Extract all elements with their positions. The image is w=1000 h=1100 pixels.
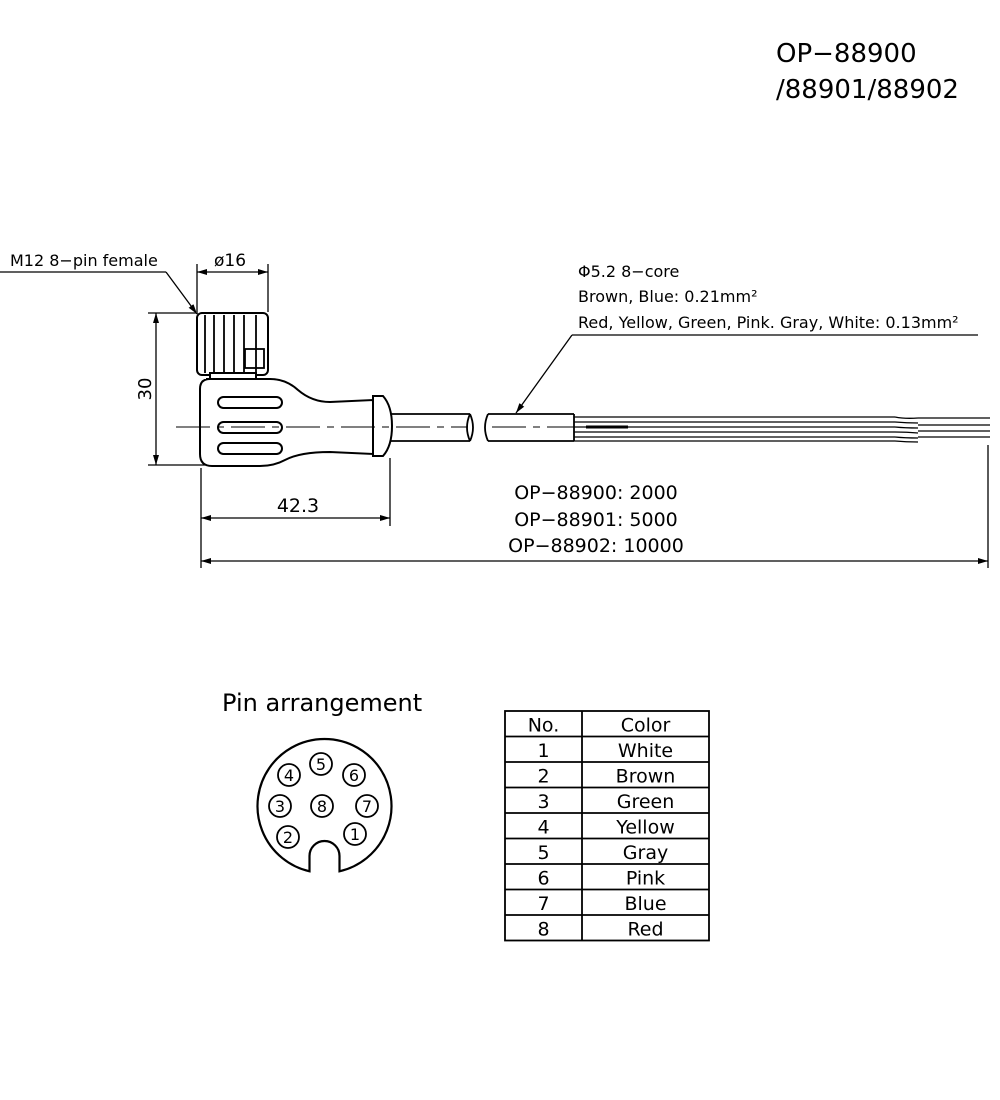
pin-circle	[342, 763, 366, 787]
height-dimension-lines	[148, 312, 205, 466]
pin-table: No. Color 1 White 2 Brown 3 Green 4 Yellow 5 Gray 6 P…	[504, 710, 710, 942]
length-dimension-lines	[200, 445, 989, 568]
pin-8: 8	[310, 794, 334, 818]
pin-7: 7	[355, 794, 379, 818]
table-cell-color: Gray	[623, 842, 668, 864]
cable-spec-leader	[515, 334, 978, 414]
pin-1: 1	[343, 822, 367, 846]
pin-group: 1 2 3 4 5 67 8	[268, 752, 379, 849]
pin-6: 6	[342, 763, 366, 787]
pin-3: 3	[268, 794, 292, 818]
pin-2: 2	[276, 825, 300, 849]
table-cell-no: 3	[537, 791, 549, 813]
table-cell-no: 8	[537, 919, 549, 941]
pin-circle	[343, 822, 367, 846]
table-cell-color: Brown	[616, 766, 676, 788]
height-dimension: 30	[135, 378, 156, 401]
pin-number: 2	[283, 828, 293, 847]
coupling-nut	[196, 312, 269, 376]
table-cell-no: 1	[537, 740, 549, 762]
table-cell-no: 2	[537, 766, 549, 788]
table-cell-no: 4	[537, 817, 549, 839]
pin-circle	[355, 794, 379, 818]
cable-spec-line3: Red, Yellow, Green, Pink. Gray, White: 0…	[578, 313, 959, 332]
table-cell-color: Yellow	[615, 817, 675, 839]
pin-circle	[268, 794, 292, 818]
table-cell-color: Green	[617, 791, 675, 813]
table-cell-no: 5	[537, 842, 549, 864]
table-header-color: Color	[621, 715, 671, 737]
pin-face	[256, 737, 393, 873]
pin-number: 3	[275, 797, 285, 816]
table-cell-no: 7	[537, 893, 549, 915]
pin-number: 7	[362, 797, 372, 816]
pin-circle	[309, 752, 333, 776]
pin-arrangement-title: Pin arrangement	[222, 689, 422, 717]
pin-number: 5	[316, 755, 326, 774]
wire-bundle	[574, 416, 990, 443]
part-number-line1: OP−88900	[776, 39, 917, 69]
table-cell-color: Red	[627, 919, 663, 941]
pin-number: 4	[284, 766, 294, 785]
table-cell-no: 6	[537, 868, 549, 890]
pin-number: 8	[317, 797, 327, 816]
length-op-88902: OP−88902: 10000	[508, 535, 684, 557]
connector-leader	[0, 271, 198, 315]
pin-number: 1	[350, 825, 360, 844]
length-op-88901: OP−88901: 5000	[514, 509, 678, 531]
table-header-no: No.	[528, 715, 560, 737]
table-cell-color: Pink	[626, 868, 665, 890]
pin-circle	[277, 763, 301, 787]
table-cell-color: Blue	[624, 893, 666, 915]
table-cell-color: White	[618, 740, 673, 762]
cable-spec-line2: Brown, Blue: 0.21mm²	[578, 287, 757, 306]
cable	[391, 413, 575, 442]
diameter-dimension-lines	[196, 264, 269, 312]
length-op-88900: OP−88900: 2000	[514, 482, 678, 504]
connector-label: M12 8−pin female	[10, 251, 158, 270]
pin-4: 4	[277, 763, 301, 787]
part-number-line2: /88901/88902	[776, 75, 959, 105]
connector-body	[199, 378, 394, 467]
cable-spec-line1: Φ5.2 8−core	[578, 262, 679, 281]
diameter-dimension: ø16	[214, 251, 246, 271]
pin-circle	[276, 825, 300, 849]
body-length-dimension: 42.3	[277, 495, 319, 517]
pin-number: 6	[349, 766, 359, 785]
pin-circle	[310, 794, 334, 818]
pin-5: 5	[309, 752, 333, 776]
